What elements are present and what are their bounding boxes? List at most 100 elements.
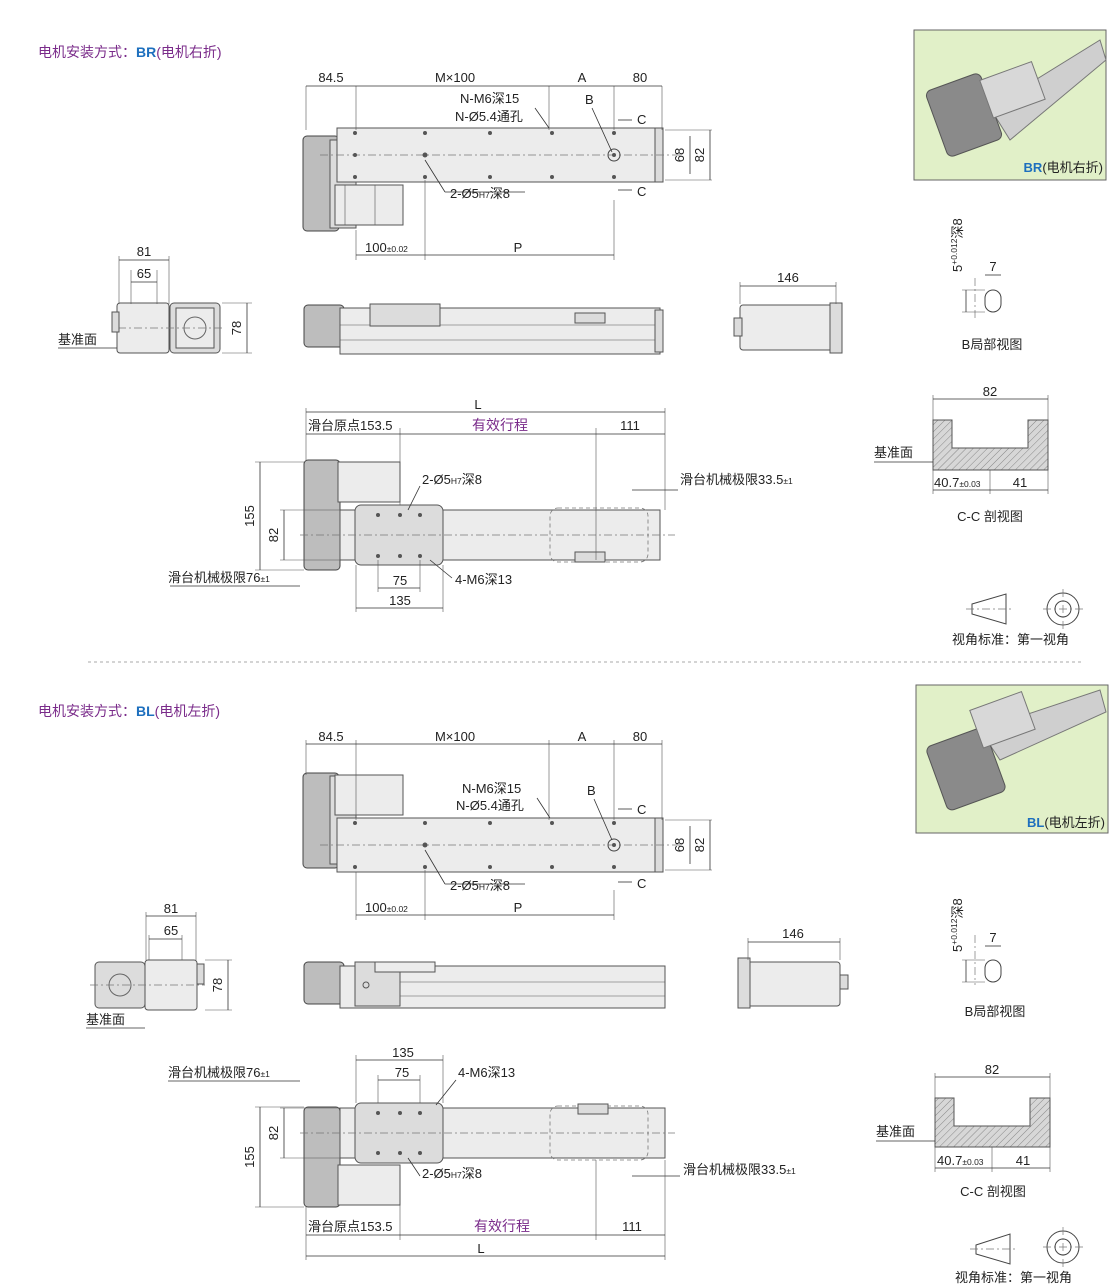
br-label-c-bottom: C bbox=[637, 184, 646, 199]
bl-bottom-view: 135 75 4-M6深13 滑台机械极限76±1 155 82 2-Ø5H7深… bbox=[168, 1045, 796, 1260]
br-label-pin: 2-Ø5H7深8 bbox=[450, 186, 510, 201]
br-dim-p: P bbox=[514, 240, 523, 255]
bl-dim-p: P bbox=[514, 900, 523, 915]
bl-dim-a: A bbox=[578, 729, 587, 744]
br-label-b: B bbox=[585, 92, 594, 107]
bl-dim-135: 135 bbox=[392, 1045, 414, 1060]
section-br: 电机安装方式：BR(电机右折) bbox=[38, 29, 1107, 647]
bl-dim-80: 80 bbox=[633, 729, 647, 744]
br-label-c-top: C bbox=[637, 112, 646, 127]
bl-top-view: 84.5 M×100 A 80 N-M6深15 N-Ø5.4通孔 B C C 6… bbox=[302, 729, 712, 920]
section-bl: 电机安装方式：BL(电机左折) 84.5 M×100 A bbox=[38, 684, 1109, 1285]
bl-label-pin-bottom: 2-Ø5H7深8 bbox=[422, 1166, 482, 1181]
br-dim-65: 65 bbox=[137, 266, 151, 281]
bl-cc-caption: C-C 剖视图 bbox=[960, 1184, 1026, 1199]
br-dim-81: 81 bbox=[137, 244, 151, 259]
bl-photo: BL(电机左折) bbox=[915, 684, 1109, 834]
bl-detail-b: 7 5+0.012深8 B局部视图 bbox=[949, 898, 1025, 1019]
br-label-m6-13: 4-M6深13 bbox=[455, 572, 512, 587]
br-end-view: 81 65 78 基准面 bbox=[58, 244, 252, 354]
br-dim-82: 82 bbox=[692, 148, 707, 162]
br-bottom-view: L 滑台原点153.5 有效行程 111 2-Ø5H7深8 滑台机械极限33.5… bbox=[168, 397, 793, 612]
bl-label-c-bottom: C bbox=[637, 876, 646, 891]
bl-dim-82: 82 bbox=[692, 838, 707, 852]
br-right-end-view: 146 bbox=[733, 270, 843, 354]
bl-view-standard-text: 视角标准：第一视角 bbox=[955, 1270, 1072, 1285]
br-limit-right: 滑台机械极限33.5±1 bbox=[680, 472, 793, 487]
br-label-nm6: N-M6深15 bbox=[460, 91, 519, 106]
bl-view-standard: 视角标准：第一视角 bbox=[955, 1227, 1083, 1285]
br-cc-width: 82 bbox=[983, 384, 997, 399]
br-dim-stroke: 有效行程 bbox=[472, 417, 528, 433]
br-dim-84-5: 84.5 bbox=[318, 70, 343, 85]
br-view-standard: 视角标准：第一视角 bbox=[952, 589, 1083, 647]
bl-dim-l: L bbox=[477, 1241, 484, 1256]
bl-label-n54: N-Ø5.4通孔 bbox=[456, 798, 524, 813]
bl-dim-146: 146 bbox=[782, 926, 804, 941]
br-label-pin-bottom: 2-Ø5H7深8 bbox=[422, 472, 482, 487]
br-dim-78: 78 bbox=[229, 321, 244, 335]
br-dim-82-bottom: 82 bbox=[266, 528, 281, 542]
bl-label-b: B bbox=[587, 783, 596, 798]
br-side-view bbox=[303, 303, 664, 355]
bl-cc-section: 82 基准面 40.7±0.03 41 C-C 剖视图 bbox=[876, 1062, 1051, 1199]
bl-dim-84-5: 84.5 bbox=[318, 729, 343, 744]
br-dim-111: 111 bbox=[620, 418, 640, 433]
br-dim-146: 146 bbox=[777, 270, 799, 285]
br-detail-b-width: 7 bbox=[989, 259, 996, 274]
br-detail-b-caption: B局部视图 bbox=[962, 337, 1023, 352]
bl-right-end-view: 146 bbox=[737, 926, 849, 1009]
bl-dim-75: 75 bbox=[395, 1065, 409, 1080]
bl-dim-65: 65 bbox=[164, 923, 178, 938]
bl-dim-origin: 滑台原点153.5 bbox=[308, 1219, 393, 1234]
bl-label-c-top: C bbox=[637, 802, 646, 817]
bl-dim-78: 78 bbox=[210, 978, 225, 992]
br-dim-100: 100±0.02 bbox=[365, 240, 408, 255]
br-cc-right: 41 bbox=[1013, 475, 1027, 490]
br-detail-b: 7 5+0.012深8 B局部视图 bbox=[949, 218, 1022, 352]
bl-photo-caption: BL(电机左折) bbox=[1027, 815, 1105, 830]
bl-label-nm6: N-M6深15 bbox=[462, 781, 521, 796]
bl-side-view bbox=[303, 961, 666, 1009]
bl-cc-right: 41 bbox=[1016, 1153, 1030, 1168]
br-cc-section: 82 基准面 40.7±0.03 41 C-C 剖视图 bbox=[874, 384, 1049, 524]
br-dim-75: 75 bbox=[393, 573, 407, 588]
br-dim-80: 80 bbox=[633, 70, 647, 85]
bl-dim-111: 111 bbox=[622, 1219, 642, 1234]
br-cc-left: 40.7±0.03 bbox=[934, 475, 981, 490]
section-br-title: 电机安装方式：BR(电机右折) bbox=[38, 44, 222, 60]
br-dim-origin: 滑台原点153.5 bbox=[308, 418, 393, 433]
br-dim-a: A bbox=[578, 70, 587, 85]
br-limit-left: 滑台机械极限76±1 bbox=[168, 570, 270, 585]
br-dim-68: 68 bbox=[672, 148, 687, 162]
bl-dim-100: 100±0.02 bbox=[365, 900, 408, 915]
bl-limit-right: 滑台机械极限33.5±1 bbox=[683, 1162, 796, 1177]
bl-detail-b-depth: 5+0.012深8 bbox=[949, 898, 965, 952]
bl-dim-mx100: M×100 bbox=[435, 729, 475, 744]
bl-cc-ref: 基准面 bbox=[876, 1124, 915, 1139]
br-cc-caption: C-C 剖视图 bbox=[957, 509, 1023, 524]
br-top-view: 84.5 M×100 A 80 N-M6深15 N-Ø5.4通孔 B C C 6… bbox=[302, 70, 712, 260]
bl-detail-b-width: 7 bbox=[989, 930, 996, 945]
br-cc-ref: 基准面 bbox=[874, 445, 913, 460]
br-detail-b-depth: 5+0.012深8 bbox=[949, 218, 965, 272]
section-bl-title: 电机安装方式：BL(电机左折) bbox=[38, 703, 220, 719]
br-photo: BR(电机右折) bbox=[913, 29, 1107, 181]
bl-dim-stroke: 有效行程 bbox=[474, 1218, 530, 1234]
br-dim-mx100: M×100 bbox=[435, 70, 475, 85]
br-label-n54: N-Ø5.4通孔 bbox=[455, 109, 523, 124]
bl-dim-155: 155 bbox=[242, 1146, 257, 1168]
bl-limit-left: 滑台机械极限76±1 bbox=[168, 1065, 270, 1080]
bl-detail-b-caption: B局部视图 bbox=[965, 1004, 1026, 1019]
bl-dim-81: 81 bbox=[164, 901, 178, 916]
bl-dim-82-bottom: 82 bbox=[266, 1126, 281, 1140]
br-photo-caption: BR(电机右折) bbox=[1024, 160, 1103, 175]
bl-end-view: 81 65 78 基准面 bbox=[86, 901, 232, 1029]
br-ref-face: 基准面 bbox=[58, 332, 97, 347]
br-view-standard-text: 视角标准：第一视角 bbox=[952, 632, 1069, 647]
bl-cc-width: 82 bbox=[985, 1062, 999, 1077]
bl-dim-68: 68 bbox=[672, 838, 687, 852]
bl-label-m6-13: 4-M6深13 bbox=[458, 1065, 515, 1080]
bl-ref-face: 基准面 bbox=[86, 1012, 125, 1027]
